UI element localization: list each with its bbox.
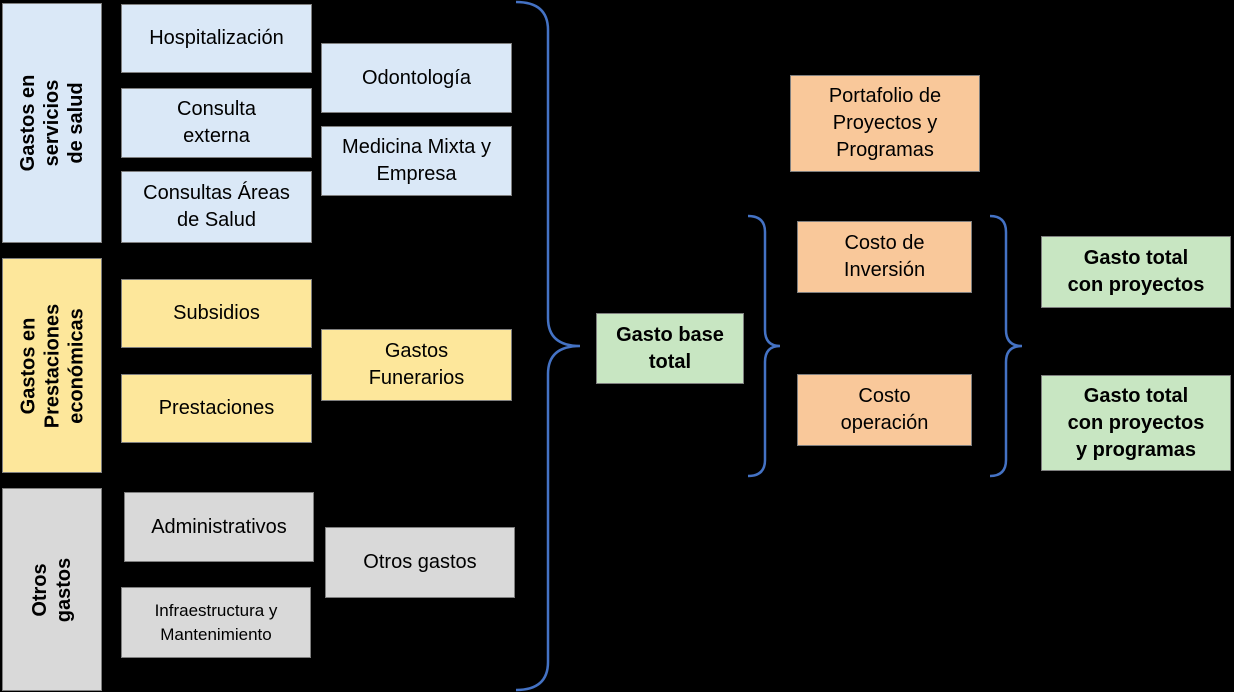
item-gastos-funerarios: Gastos Funerarios [321,329,512,401]
item-consultas-areas-salud: Consultas Áreas de Salud [121,171,312,243]
portafolio-proyectos-programas: Portafolio de Proyectos y Programas [790,75,980,172]
item-medicina-mixta-empresa: Medicina Mixta y Empresa [321,126,512,196]
category-benefits: Gastos en Prestaciones económicas [2,258,102,473]
category-health: Gastos en servicios de salud [2,3,102,243]
gasto-base-total: Gasto base total [596,313,744,384]
gasto-total-con-proyectos-y-programas: Gasto total con proyectos y programas [1041,375,1231,471]
item-hospitalizacion: Hospitalización [121,4,312,73]
brace-right-icon [989,214,1023,478]
item-otros-gastos: Otros gastos [325,527,515,598]
brace-left-icon [747,214,781,478]
brace-large-icon [515,0,581,692]
item-odontologia: Odontología [321,43,512,113]
item-administrativos: Administrativos [124,492,314,562]
item-prestaciones: Prestaciones [121,374,312,443]
costo-operacion: Costo operación [797,374,972,446]
category-other: Otros gastos [2,488,102,691]
item-consulta-externa: Consulta externa [121,88,312,158]
item-subsidios: Subsidios [121,279,312,348]
item-infraestructura-mantenimiento: Infraestructura y Mantenimiento [121,587,311,658]
costo-inversion: Costo de Inversión [797,221,972,293]
gasto-total-con-proyectos: Gasto total con proyectos [1041,236,1231,308]
